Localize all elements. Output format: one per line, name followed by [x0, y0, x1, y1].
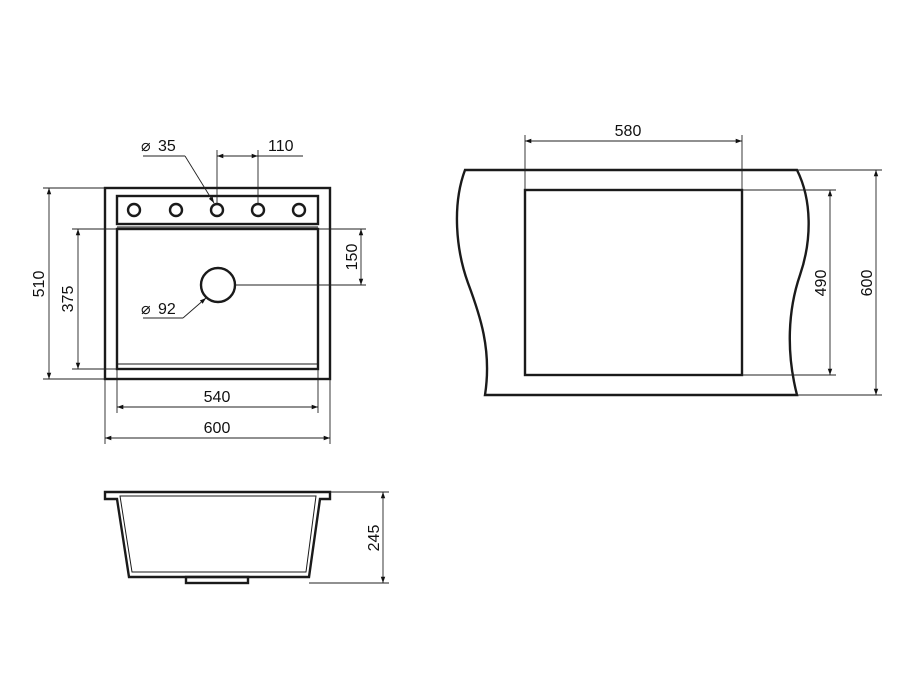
tap-deck — [115, 194, 320, 226]
svg-text:35: 35 — [158, 138, 176, 155]
svg-text:92: 92 — [158, 301, 176, 318]
sink-outer-outline — [103, 186, 332, 381]
dim-375-label: 375 — [60, 286, 77, 313]
cutout-rectangle — [523, 188, 744, 377]
cutout-view: 580 490 600 — [455, 123, 882, 397]
svg-text:⌀: ⌀ — [141, 138, 151, 155]
dim-600-countertop-label: 600 — [859, 270, 876, 297]
tap-hole-4 — [250, 202, 266, 218]
diameter-92-label: ⌀ 92 — [141, 301, 176, 318]
sink-bowl — [115, 227, 320, 371]
svg-text:⌀: ⌀ — [141, 301, 151, 318]
dim-110-label: 110 — [268, 138, 294, 155]
dim-150-label: 150 — [344, 244, 361, 271]
dim-580-label: 580 — [615, 123, 642, 140]
side-view: 245 — [103, 490, 389, 585]
drain-fitting — [184, 575, 250, 585]
tap-hole-5 — [291, 202, 307, 218]
dim-600-label: 600 — [204, 420, 231, 437]
drain-hole — [199, 266, 237, 304]
tap-hole-2 — [168, 202, 184, 218]
front-view: ⌀ 35 110 150 375 510 ⌀ 92 — [31, 138, 366, 444]
sink-profile-inner — [119, 495, 317, 573]
countertop-outline — [455, 168, 810, 397]
sink-profile-outer — [103, 490, 332, 579]
dim-540-label: 540 — [204, 389, 231, 406]
diameter-35-label: ⌀ 35 — [141, 138, 176, 155]
dim-490-label: 490 — [813, 270, 830, 297]
tap-hole-1 — [126, 202, 142, 218]
dim-245-label: 245 — [366, 525, 383, 552]
dim-510-label: 510 — [31, 271, 48, 298]
tap-hole-3 — [209, 202, 225, 218]
